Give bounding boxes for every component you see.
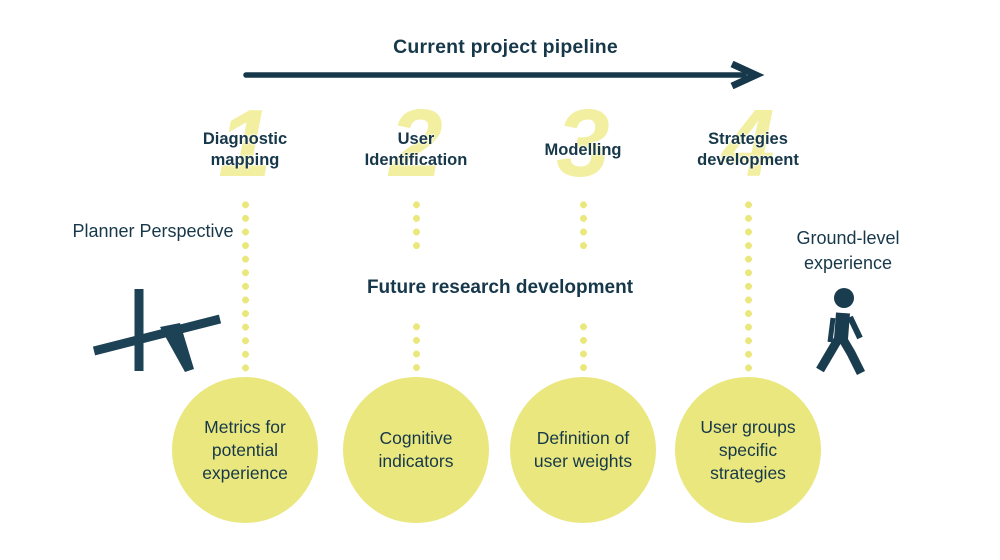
bubble-label: Cognitive indicators xyxy=(378,428,454,471)
right-arrow-icon xyxy=(243,61,765,89)
ground-level-experience-label: Ground-level experience xyxy=(796,228,900,273)
stage-label: User Identification xyxy=(364,130,468,169)
dotted-connector xyxy=(578,320,588,379)
bubble-label: User groups specific strategies xyxy=(700,416,796,483)
stage-bubble: Metrics for potential experience xyxy=(172,377,318,523)
stage-number: 2 xyxy=(389,90,443,197)
stage-label: Diagnostic mapping xyxy=(202,130,288,169)
stage-bubble: Cognitive indicators xyxy=(343,377,489,523)
pipeline-stage-3: 3 Modelling Definition of user weights xyxy=(493,0,673,560)
stage-number: 4 xyxy=(721,90,775,197)
pipeline-stage-2: 2 User Identification Cognitive indicato… xyxy=(326,0,506,560)
bubble-label: Definition of user weights xyxy=(533,428,633,471)
stage-number: 1 xyxy=(218,90,272,197)
planner-perspective-label: Planner Perspective xyxy=(72,221,234,241)
dotted-connector xyxy=(578,198,588,254)
dotted-connector xyxy=(411,198,421,254)
stage-bubble: User groups specific strategies xyxy=(675,377,821,523)
dotted-connector xyxy=(240,198,250,379)
dotted-connector xyxy=(411,320,421,379)
stage-label: Modelling xyxy=(544,140,622,159)
bubble-label: Metrics for potential experience xyxy=(202,416,288,483)
walking-person-icon xyxy=(812,287,874,377)
dotted-connector xyxy=(743,198,753,379)
stage-bubble: Definition of user weights xyxy=(510,377,656,523)
stage-number: 3 xyxy=(556,90,610,197)
diagram-title: Current project pipeline xyxy=(393,36,618,58)
pipeline-stage-4: 4 Strategies development User groups spe… xyxy=(658,0,838,560)
drafting-table-icon xyxy=(92,287,222,373)
pipeline-stage-1: 1 Diagnostic mapping Metrics for potenti… xyxy=(155,0,335,560)
stage-label: Strategies development xyxy=(697,130,799,169)
future-research-label: Future research development xyxy=(366,277,634,298)
